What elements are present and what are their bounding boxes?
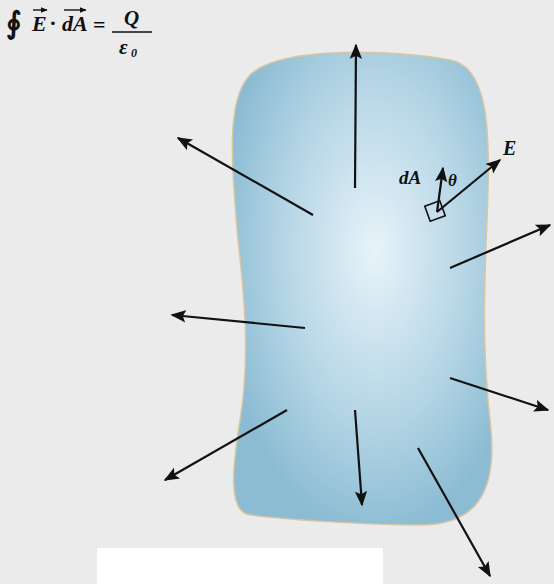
- equation-symbol: Q: [124, 8, 139, 29]
- vector-label: dA: [399, 168, 421, 187]
- blank-panel: [97, 548, 383, 584]
- equation-symbol: ε: [119, 37, 128, 58]
- area-element: [425, 201, 446, 222]
- equation-symbol: ·: [50, 12, 56, 34]
- equation-symbol: 0: [131, 47, 137, 59]
- equation-symbol: E: [32, 13, 47, 35]
- equation-symbol: =: [93, 14, 106, 36]
- vector-label: θ: [448, 172, 457, 189]
- equation-symbol: ∮: [6, 8, 22, 38]
- vector-label: E: [503, 138, 516, 158]
- equation-symbol: dA: [62, 13, 88, 35]
- field-arrows: [165, 45, 550, 576]
- closed-surface: [232, 52, 492, 525]
